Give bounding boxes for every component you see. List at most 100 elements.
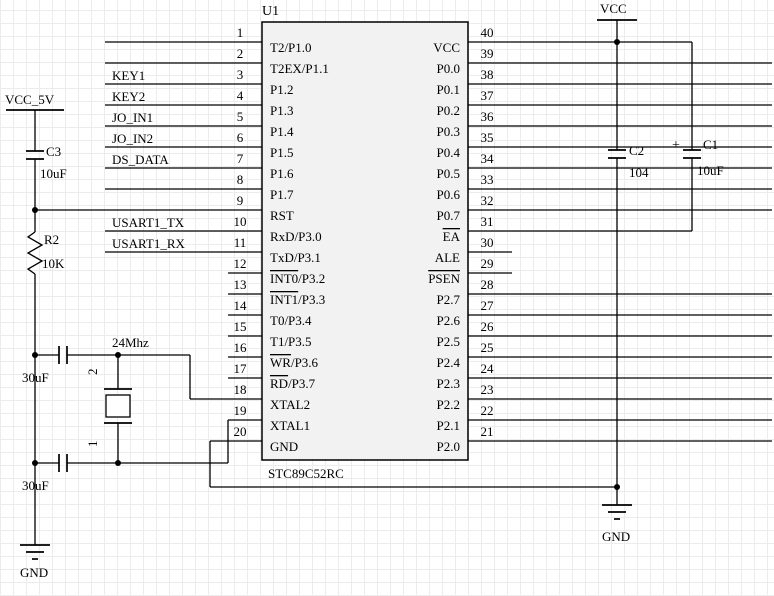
ic-pin-name: RST	[270, 208, 294, 223]
junction-dot	[614, 484, 620, 490]
ic-pin-name: P2.1	[437, 418, 460, 433]
cap-top-value: 30uF	[22, 370, 49, 385]
ic-pin-name: P0.0	[437, 61, 460, 76]
vcc5v-label: VCC_5V	[5, 92, 55, 107]
pin-number: 5	[237, 109, 244, 124]
ic-pin-name: T2/P1.0	[270, 40, 312, 55]
ic-pin-name: P0.1	[437, 82, 460, 97]
net-label: KEY1	[112, 68, 145, 83]
cap-bottom-value: 30uF	[22, 478, 49, 493]
crystal-body	[105, 394, 131, 418]
ic-body	[261, 21, 469, 461]
net-label: USART1_TX	[112, 215, 185, 230]
crystal-routing	[118, 354, 229, 464]
pin-number: 30	[481, 235, 494, 250]
gnd-routing	[209, 441, 617, 488]
ic-pin-name: VCC	[433, 40, 460, 55]
pin-number: 31	[481, 214, 494, 229]
pin-number: 19	[234, 403, 247, 418]
pin-number: 28	[481, 277, 494, 292]
pin-number: 25	[481, 340, 494, 355]
gnd-symbol-left: GND	[20, 544, 50, 580]
ic-part-number: STC89C52RC	[268, 466, 344, 481]
pin-number: 20	[234, 424, 247, 439]
ic-pin-name: P1.2	[270, 82, 293, 97]
ic-pin-name: P0.4	[437, 145, 461, 160]
pin-number: 36	[481, 109, 495, 124]
ic-left-pins: 1T2/P1.02T2EX/P1.13P1.2KEY14P1.3KEY25P1.…	[35, 25, 329, 454]
pin-number: 37	[481, 88, 495, 103]
pin-number: 3	[237, 67, 244, 82]
ic-pin-name: P2.2	[437, 397, 460, 412]
capacitor-bottom: 30uF	[22, 454, 118, 493]
gnd-symbol-right: GND	[602, 504, 632, 544]
ic-pin-name: T1/P3.5	[270, 334, 312, 349]
pin-number: 10	[234, 214, 247, 229]
ic-pin-name: P2.6	[437, 313, 461, 328]
net-label: JO_IN2	[112, 131, 153, 146]
pin-number: 14	[234, 298, 248, 313]
crystal-pin-1-label: 1	[85, 441, 100, 448]
ic-pin-name: XTAL2	[270, 397, 310, 412]
ic-pin-name: P2.4	[437, 355, 461, 370]
ic-pin-name: P0.3	[437, 124, 460, 139]
pin-number: 23	[481, 382, 494, 397]
ic-pin-name: P1.6	[270, 166, 294, 181]
c1-polarity-plus: +	[672, 138, 680, 153]
ic-u1: U1 STC89C52RC	[261, 4, 469, 481]
r2-zigzag-icon	[26, 231, 44, 275]
pin-number: 9	[237, 193, 244, 208]
ic-pin-name: P2.7	[437, 292, 461, 307]
c2-value: 104	[629, 165, 649, 180]
ic-pin-name: INT0/P3.2	[270, 271, 325, 286]
ic-pin-name: ALE	[435, 250, 460, 265]
ic-pin-name: P2.3	[437, 376, 460, 391]
pin-number: 33	[481, 172, 494, 187]
pin-number: 12	[234, 256, 247, 271]
pin-number: 15	[234, 319, 247, 334]
ic-pin-name: P1.5	[270, 145, 293, 160]
pin-number: 1	[237, 25, 244, 40]
ic-pin-name: INT1/P3.3	[270, 292, 325, 307]
ic-pin-name: TxD/P3.1	[270, 250, 321, 265]
capacitor-c1: + C1 10uF	[672, 42, 724, 231]
ic-pin-name: P0.7	[437, 208, 461, 223]
c1-ref: C1	[703, 137, 718, 152]
pin-number: 35	[481, 130, 494, 145]
vcc-label: VCC	[600, 1, 627, 16]
ic-pin-name: P0.5	[437, 166, 460, 181]
pin-number: 4	[237, 88, 244, 103]
ic-pin-name: T0/P3.4	[270, 313, 312, 328]
pin-number: 2	[237, 46, 244, 61]
ic-pin-name: WR/P3.6	[270, 355, 319, 370]
ic-pin-name: P0.6	[437, 187, 461, 202]
ic-pin-name: P2.5	[437, 334, 460, 349]
c3-ref: C3	[46, 144, 61, 159]
capacitor-c3: C3 10uF	[26, 144, 67, 181]
pin-number: 6	[237, 130, 244, 145]
ic-pin-name: GND	[270, 439, 298, 454]
pin-number: 26	[481, 319, 495, 334]
ic-pin-name: P2.0	[437, 439, 460, 454]
ic-pin-name: EA	[443, 229, 461, 244]
pin-number: 16	[234, 340, 248, 355]
ic-pin-name: RxD/P3.0	[270, 229, 322, 244]
c2-ref: C2	[629, 143, 644, 158]
ic-pin-name: XTAL1	[270, 418, 310, 433]
net-label: USART1_RX	[112, 236, 186, 251]
c3-value: 10uF	[40, 166, 67, 181]
pin-number: 29	[481, 256, 494, 271]
crystal-value: 24Mhz	[112, 335, 149, 350]
crystal-pin-2-label: 2	[85, 369, 100, 376]
crystal-oscillator: 24Mhz 2 1	[85, 335, 149, 463]
junction-dot	[32, 460, 38, 466]
gnd-left-label: GND	[20, 565, 48, 580]
vcc-power-net: VCC	[597, 1, 637, 150]
pin-number: 39	[481, 46, 494, 61]
ic-pin-name: P0.2	[437, 103, 460, 118]
pin-number: 8	[237, 172, 244, 187]
pin-number: 21	[481, 424, 494, 439]
ic-pin-name: P1.4	[270, 124, 294, 139]
capacitor-top: 30uF	[22, 346, 118, 385]
